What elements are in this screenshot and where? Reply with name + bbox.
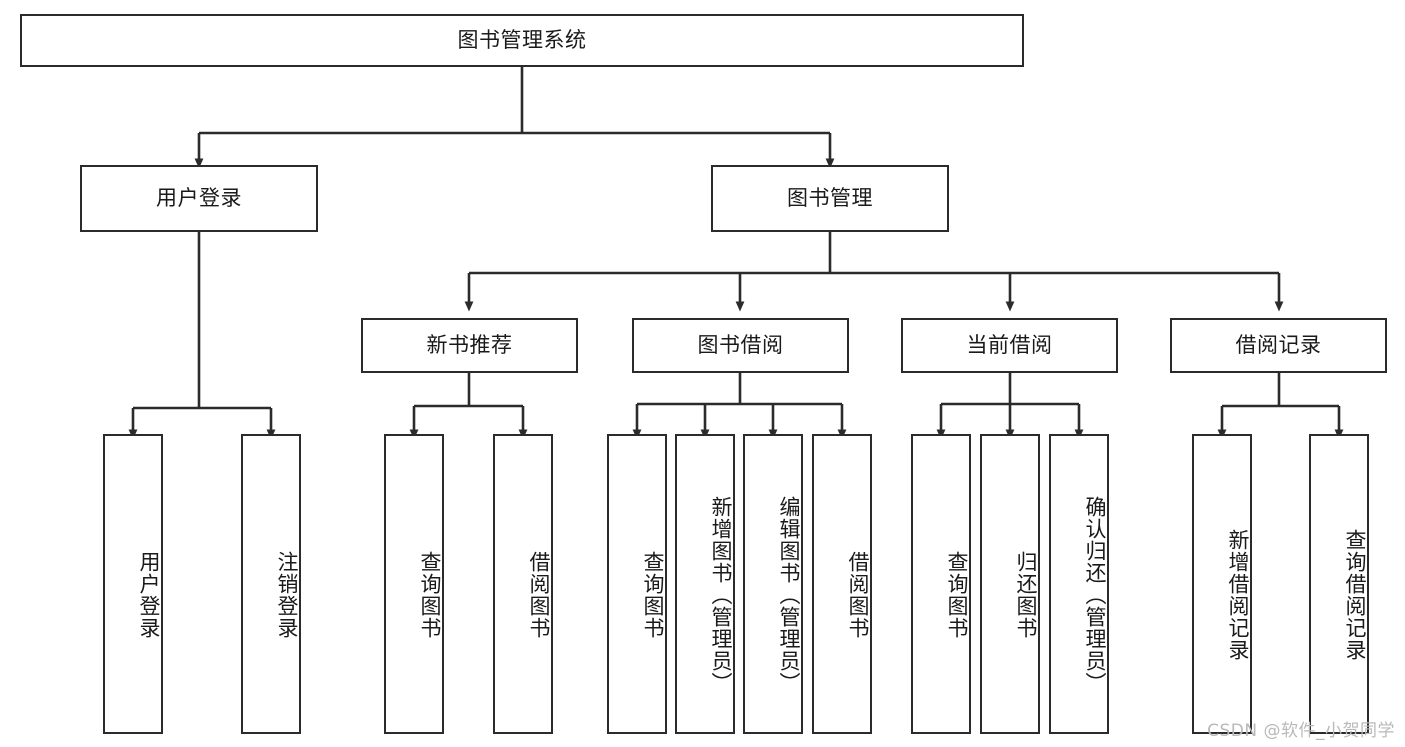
node-leaf-query-book-2-label: 查询图书 <box>641 551 665 639</box>
node-user-login-label: 用户登录 <box>156 185 242 210</box>
node-book-borrow-label: 图书借阅 <box>697 332 784 357</box>
node-leaf-query-record[interactable]: 查询借阅记录 <box>1309 434 1369 734</box>
node-leaf-edit-book-label: 编辑图书（管理员） <box>777 496 801 694</box>
node-leaf-add-book[interactable]: 新增图书（管理员） <box>675 434 735 734</box>
node-leaf-query-book-3-label: 查询图书 <box>945 551 969 639</box>
node-leaf-return-book[interactable]: 归还图书 <box>980 434 1040 734</box>
node-new-book-recommend[interactable]: 新书推荐 <box>361 318 578 373</box>
node-user-login[interactable]: 用户登录 <box>80 165 318 232</box>
node-root-title[interactable]: 图书管理系统 <box>20 14 1024 67</box>
node-leaf-user-login-label: 用户登录 <box>137 551 161 639</box>
node-current-borrow-label: 当前借阅 <box>966 332 1053 357</box>
node-current-borrow[interactable]: 当前借阅 <box>901 318 1118 373</box>
node-leaf-logout-login[interactable]: 注销登录 <box>241 434 301 734</box>
node-leaf-confirm-return-label: 确认归还（管理员） <box>1083 496 1107 694</box>
watermark-text: CSDN @软件_小贺同学 <box>1207 721 1395 741</box>
node-leaf-user-login[interactable]: 用户登录 <box>103 434 163 734</box>
node-book-manage-label: 图书管理 <box>787 185 873 210</box>
node-leaf-add-record[interactable]: 新增借阅记录 <box>1192 434 1252 734</box>
node-leaf-query-record-label: 查询借阅记录 <box>1343 529 1367 661</box>
node-leaf-query-book-1-label: 查询图书 <box>418 551 442 639</box>
node-book-borrow[interactable]: 图书借阅 <box>632 318 849 373</box>
node-leaf-return-book-label: 归还图书 <box>1014 551 1038 639</box>
node-leaf-query-book-1[interactable]: 查询图书 <box>384 434 444 734</box>
node-leaf-query-book-2[interactable]: 查询图书 <box>607 434 667 734</box>
node-leaf-add-record-label: 新增借阅记录 <box>1226 529 1250 661</box>
node-leaf-confirm-return[interactable]: 确认归还（管理员） <box>1049 434 1109 734</box>
node-root-title-label: 图书管理系统 <box>457 27 587 52</box>
node-leaf-add-book-label: 新增图书（管理员） <box>709 496 733 694</box>
node-borrow-record[interactable]: 借阅记录 <box>1170 318 1387 373</box>
node-leaf-edit-book[interactable]: 编辑图书（管理员） <box>743 434 803 734</box>
node-leaf-borrow-book-2-label: 借阅图书 <box>846 551 870 639</box>
node-leaf-query-book-3[interactable]: 查询图书 <box>911 434 971 734</box>
node-borrow-record-label: 借阅记录 <box>1235 332 1322 357</box>
node-leaf-borrow-book-1[interactable]: 借阅图书 <box>493 434 553 734</box>
node-new-book-recommend-label: 新书推荐 <box>426 332 513 357</box>
node-book-manage[interactable]: 图书管理 <box>711 165 949 232</box>
node-leaf-borrow-book-1-label: 借阅图书 <box>527 551 551 639</box>
node-leaf-borrow-book-2[interactable]: 借阅图书 <box>812 434 872 734</box>
node-leaf-logout-login-label: 注销登录 <box>275 551 299 639</box>
